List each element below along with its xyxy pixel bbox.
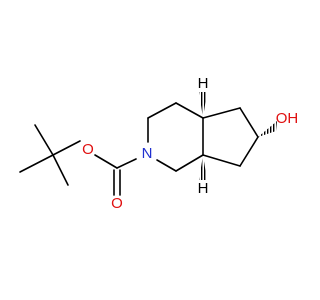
bond-tbu-me3 bbox=[52, 154, 69, 186]
atom-o-carbonyl: O bbox=[111, 195, 123, 212]
hashed-bond-oh bbox=[258, 121, 277, 137]
atom-h-top: H bbox=[198, 75, 209, 92]
bond-tbu-me2 bbox=[19, 154, 54, 173]
hashed-bond-h-top bbox=[199, 92, 207, 118]
bond-c7a-c7 bbox=[175, 154, 204, 172]
bond-c1-c2 bbox=[147, 102, 177, 119]
bond-c3a-c4 bbox=[202, 107, 241, 119]
structure-svg: O O N H H OH bbox=[19, 75, 299, 212]
piperidine-ring bbox=[147, 102, 204, 172]
carbamate-group bbox=[94, 154, 137, 196]
bond-tbu-me1 bbox=[34, 124, 54, 156]
bond-tbu-o bbox=[52, 140, 81, 156]
bond-c5-c6 bbox=[239, 136, 259, 167]
bond-c2-c3a bbox=[175, 102, 204, 119]
bond-o-carbonyl-c bbox=[94, 154, 118, 169]
atom-o-ether: O bbox=[82, 141, 94, 158]
atom-oh: OH bbox=[276, 110, 299, 127]
bond-carbonyl-n bbox=[116, 158, 137, 169]
hashed-bond-h-bottom bbox=[199, 155, 207, 180]
molecule-diagram: O O N H H OH bbox=[19, 75, 299, 212]
atom-h-bottom: H bbox=[198, 180, 209, 197]
atom-n-ring: N bbox=[142, 145, 153, 162]
tert-butyl-group bbox=[19, 124, 81, 186]
bond-c4-c5 bbox=[239, 107, 259, 138]
bond-c6-c7a bbox=[202, 154, 241, 167]
cyclopentane-ring bbox=[202, 107, 259, 167]
bond-c7-n bbox=[156, 159, 177, 172]
